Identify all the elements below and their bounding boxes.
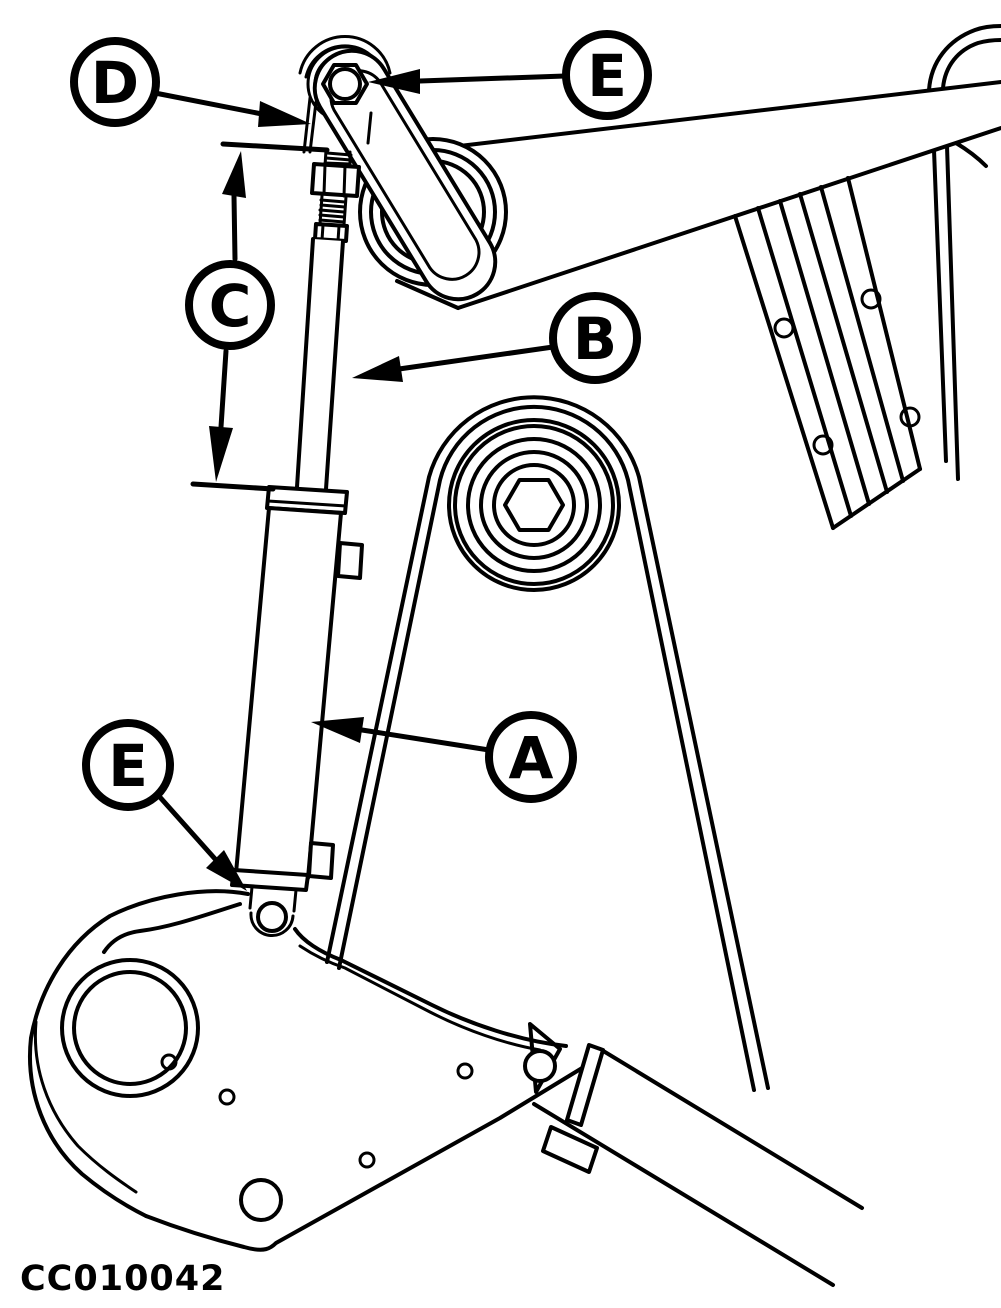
leader-arrow-e-top xyxy=(368,69,568,94)
callout-letter-d: D xyxy=(91,49,139,117)
side-tab xyxy=(307,841,335,880)
callout-b: B xyxy=(549,292,641,384)
hex-bolt-head xyxy=(503,478,565,532)
jam-nut xyxy=(310,162,361,198)
hook-eye-outer xyxy=(60,958,200,1098)
callout-letter-c: C xyxy=(209,272,252,340)
pivot-arm xyxy=(523,1022,864,1287)
callout-letter-b: B xyxy=(573,305,617,373)
callout-e-bottom: E xyxy=(82,719,174,811)
callout-letter-e-top: E xyxy=(587,42,627,110)
large-hole xyxy=(239,1178,283,1222)
vented-panel xyxy=(733,176,922,530)
pivot-hole xyxy=(523,1049,557,1083)
turnbuckle-barrel xyxy=(234,506,343,880)
dimension-tick-top xyxy=(220,141,330,153)
plate-top-edge xyxy=(293,927,568,1048)
bolt-head xyxy=(256,901,288,933)
callout-circle xyxy=(82,719,174,811)
callout-e-top: E xyxy=(562,30,652,120)
nut-bore xyxy=(328,67,362,101)
lower-retaining-bolt xyxy=(249,901,295,937)
hook-outer-edge xyxy=(28,889,250,1218)
leader-arrow-e-bottom xyxy=(155,792,247,891)
frame-wedge xyxy=(395,80,1001,310)
callout-d: D xyxy=(70,37,160,127)
support-legs xyxy=(325,395,770,1092)
frame-bottom-edge xyxy=(456,126,1001,310)
callout-a: A xyxy=(485,711,577,803)
panel-hole xyxy=(773,317,795,339)
dimension-arrow-down xyxy=(209,426,233,482)
dimension-c xyxy=(190,141,330,492)
leader-arrow-d xyxy=(152,90,311,127)
lock-nut xyxy=(313,222,349,243)
upper-retaining-nut xyxy=(321,63,369,105)
corner-tube xyxy=(927,24,1001,481)
callout-circle xyxy=(562,30,652,120)
figure-code: CC010042 xyxy=(20,1259,226,1299)
turnbuckle-body xyxy=(230,485,364,913)
panel-hole xyxy=(860,288,882,310)
small-hole xyxy=(160,1053,178,1071)
small-hole xyxy=(218,1088,236,1106)
panel-hole xyxy=(812,434,834,456)
hook-plate xyxy=(28,889,594,1252)
callout-circle xyxy=(485,711,577,803)
hub-pulley xyxy=(447,418,621,592)
dimension-tick-bottom xyxy=(190,481,276,492)
small-hole xyxy=(358,1151,376,1169)
side-tab xyxy=(336,541,364,580)
panel-hole xyxy=(899,406,921,428)
clamp-tab xyxy=(541,1125,599,1174)
hook-inner-edge xyxy=(102,902,242,954)
adjuster-rod xyxy=(295,96,373,491)
leader-arrow-a xyxy=(311,717,492,753)
callout-letter-e-bottom: E xyxy=(108,732,148,800)
callout-letter-a: A xyxy=(509,724,554,792)
frame-top-edge xyxy=(432,80,1001,151)
leader-arrow-b xyxy=(352,344,556,382)
callout-circle xyxy=(549,292,641,384)
callout-circle xyxy=(185,260,275,350)
dimension-arrow-up xyxy=(222,151,246,198)
callout-circle xyxy=(70,37,160,127)
clamp-plate xyxy=(565,1043,605,1127)
callout-c: C xyxy=(185,260,275,350)
hook-eye-inner xyxy=(72,970,188,1086)
plate-bottom-edge xyxy=(144,1060,594,1252)
small-hole xyxy=(456,1062,474,1080)
